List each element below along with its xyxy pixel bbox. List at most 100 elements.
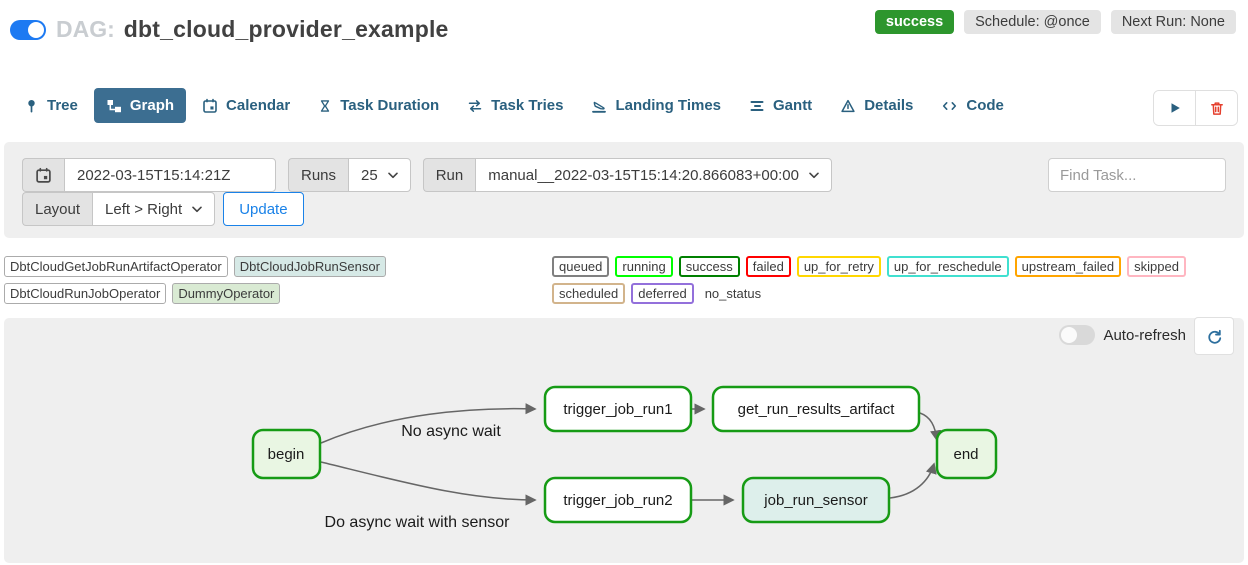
svg-text:end: end xyxy=(953,446,978,463)
toggle-knob xyxy=(1061,327,1078,343)
svg-text:job_run_sensor: job_run_sensor xyxy=(763,492,867,509)
code-icon xyxy=(941,98,958,114)
hourglass-icon xyxy=(318,98,332,114)
operator-badge: DbtCloudGetJobRunArtifactOperator xyxy=(4,256,228,277)
edge-begin-run1 xyxy=(320,403,537,444)
task-node-begin[interactable]: begin xyxy=(251,428,322,480)
tab-label: Calendar xyxy=(226,97,291,114)
view-tabs: Tree Graph Calendar Task Duration Task T… xyxy=(12,88,1016,123)
auto-refresh-label: Auto-refresh xyxy=(1103,326,1186,344)
run-group: Run manual__2022-03-15T15:14:20.866083+0… xyxy=(422,158,832,192)
chevron-down-icon xyxy=(387,172,398,179)
tab-graph[interactable]: Graph xyxy=(93,88,187,123)
layout-value: Left > Right xyxy=(105,200,183,218)
runs-label: Runs xyxy=(288,158,349,192)
base-date-group xyxy=(22,158,276,192)
svg-text:get_run_results_artifact: get_run_results_artifact xyxy=(738,401,896,418)
status-badge-up-for-retry[interactable]: up_for_retry xyxy=(796,256,881,277)
auto-refresh-toggle[interactable] xyxy=(1059,325,1096,345)
status-badge-up-for-reschedule[interactable]: up_for_reschedule xyxy=(886,256,1009,277)
task-node-get-run-results-artifact[interactable]: get_run_results_artifact xyxy=(711,385,921,433)
tab-label: Task Duration xyxy=(340,97,440,114)
layout-select[interactable]: Left > Right xyxy=(92,192,216,226)
trash-icon xyxy=(1209,100,1225,117)
edge-begin-run2 xyxy=(320,461,537,506)
chevron-down-icon xyxy=(809,172,819,179)
edge-sensor-end xyxy=(889,462,937,499)
operator-badge: DbtCloudJobRunSensor xyxy=(233,256,386,277)
refresh-button[interactable] xyxy=(1194,317,1234,355)
tab-tree[interactable]: Tree xyxy=(12,88,90,123)
base-date-input[interactable] xyxy=(64,158,276,192)
status-badge-success[interactable]: success xyxy=(678,256,740,277)
runs-select[interactable]: 25 xyxy=(348,158,411,192)
tab-calendar[interactable]: Calendar xyxy=(190,88,302,123)
status-legend: queued running success failed up_for_ret… xyxy=(552,256,1244,304)
operator-legend: DbtCloudGetJobRunArtifactOperator DbtClo… xyxy=(4,256,552,304)
status-badge-scheduled[interactable]: scheduled xyxy=(552,283,626,304)
status-badge-skipped[interactable]: skipped xyxy=(1127,256,1186,277)
task-node-job-run-sensor[interactable]: job_run_sensor xyxy=(741,476,891,524)
dag-pause-toggle[interactable] xyxy=(10,19,46,40)
run-value: manual__2022-03-15T15:14:20.866083+00:00 xyxy=(488,166,799,184)
layout-label: Layout xyxy=(22,192,93,226)
dag-header: DAG: dbt_cloud_provider_example success … xyxy=(10,10,1236,43)
toggle-knob xyxy=(28,21,44,38)
status-badge-upstream-failed[interactable]: upstream_failed xyxy=(1014,256,1122,277)
find-task-input[interactable] xyxy=(1048,158,1226,192)
dag-status-badge: success xyxy=(874,10,955,34)
filter-row-1: Runs 25 Run manual__2022-03-15T15:14:20.… xyxy=(22,158,1226,192)
tab-label: Gantt xyxy=(773,97,813,114)
run-label: Run xyxy=(422,158,476,192)
calendar-addon xyxy=(22,158,64,192)
svg-text:trigger_job_run2: trigger_job_run2 xyxy=(563,492,672,509)
delete-dag-button[interactable] xyxy=(1195,91,1237,125)
task-node-end[interactable]: end xyxy=(935,428,998,480)
edge-label-async-sensor: Do async wait with sensor xyxy=(325,514,511,531)
tab-task-tries[interactable]: Task Tries xyxy=(455,88,575,123)
tab-task-duration[interactable]: Task Duration xyxy=(306,88,451,123)
operator-badge: DbtCloudRunJobOperator xyxy=(4,283,167,304)
task-node-trigger-job-run2[interactable]: trigger_job_run2 xyxy=(543,476,693,524)
filter-row-2: Layout Left > Right Update xyxy=(22,192,1226,226)
status-badge-running[interactable]: running xyxy=(615,256,673,277)
tab-label: Code xyxy=(966,97,1004,114)
header-badges: success Schedule: @once Next Run: None xyxy=(874,10,1236,34)
tab-label: Details xyxy=(864,97,914,114)
refresh-icon xyxy=(1206,328,1223,345)
status-badge-failed[interactable]: failed xyxy=(745,256,791,277)
run-select[interactable]: manual__2022-03-15T15:14:20.866083+00:00 xyxy=(475,158,832,192)
graph-filter-panel: Runs 25 Run manual__2022-03-15T15:14:20.… xyxy=(4,142,1244,238)
tab-code[interactable]: Code xyxy=(929,88,1016,123)
tab-gantt[interactable]: Gantt xyxy=(737,88,824,123)
tab-landing-times[interactable]: Landing Times xyxy=(579,88,733,123)
repeat-icon xyxy=(467,98,483,114)
gantt-bars-icon xyxy=(749,98,765,114)
tab-details[interactable]: Details xyxy=(828,88,925,123)
triangle-icon xyxy=(840,98,856,114)
svg-text:begin: begin xyxy=(268,446,305,463)
dag-graph: No async wait Do async wait with sensor … xyxy=(251,385,998,531)
tab-label: Task Tries xyxy=(491,97,564,114)
trigger-dag-button[interactable] xyxy=(1154,91,1195,125)
svg-text:trigger_job_run1: trigger_job_run1 xyxy=(563,401,672,418)
layout-group: Layout Left > Right xyxy=(22,192,216,226)
next-run-badge: Next Run: None xyxy=(1110,10,1236,34)
status-badge-queued[interactable]: queued xyxy=(552,256,610,277)
dag-title: dbt_cloud_provider_example xyxy=(123,16,449,42)
tab-label: Graph xyxy=(129,97,175,114)
edge-artifact-end xyxy=(919,412,942,442)
tab-label: Tree xyxy=(47,97,78,114)
schedule-badge: Schedule: @once xyxy=(964,10,1101,34)
calendar-icon xyxy=(202,98,218,114)
graph-icon xyxy=(106,98,122,114)
update-button[interactable]: Update xyxy=(223,192,304,226)
task-node-trigger-job-run1[interactable]: trigger_job_run1 xyxy=(543,385,693,433)
runs-value: 25 xyxy=(361,166,378,184)
chevron-down-icon xyxy=(192,206,202,213)
dag-prefix-label: DAG: xyxy=(56,16,115,42)
auto-refresh-control: Auto-refresh xyxy=(1059,325,1186,345)
status-badge-deferred[interactable]: deferred xyxy=(631,283,694,304)
tree-pin-icon xyxy=(24,98,39,114)
plane-landing-icon xyxy=(591,98,607,114)
